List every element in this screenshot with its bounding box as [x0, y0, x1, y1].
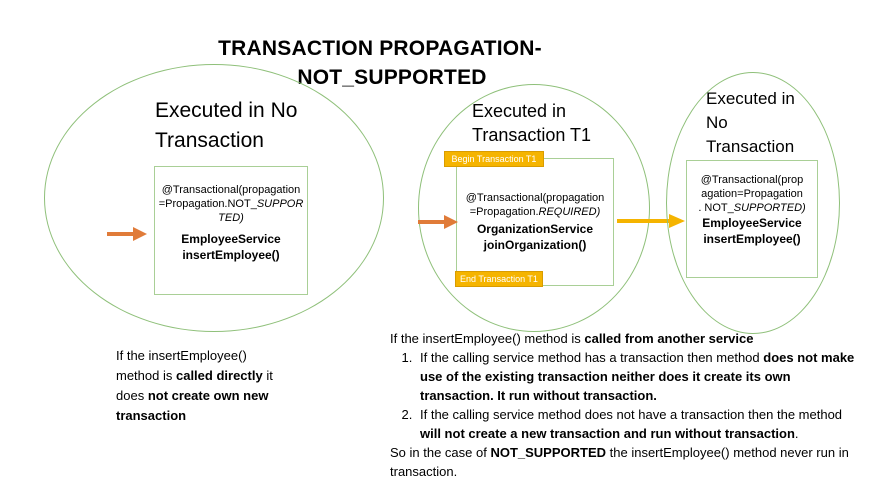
- middle-code-italic: REQUIRED): [538, 206, 601, 218]
- left-code-line-3: TED): [155, 211, 307, 225]
- left-note-line-3: does not create own new: [116, 386, 316, 406]
- right-code-prefix: . NOT_: [698, 202, 734, 214]
- right-note: If the insertEmployee() method is called…: [390, 329, 858, 481]
- left-note-bold-3: transaction: [116, 408, 187, 423]
- right-code-line-3: . NOT_SUPPORTED): [687, 201, 817, 215]
- left-note-bold: called directly: [175, 368, 263, 383]
- left-note: If the insertEmployee() method is called…: [116, 346, 316, 426]
- left-code-italic: SUPPOR: [256, 198, 304, 210]
- middle-code-prefix: =Propagation.: [469, 206, 539, 218]
- middle-service-label: OrganizationService: [476, 222, 594, 236]
- middle-method-label: joinOrganization(): [483, 238, 587, 252]
- right-code-line-2: agation=Propagation: [701, 188, 803, 200]
- left-code-italic-2: TED): [218, 212, 244, 224]
- right-code-line-1: @Transactional(prop: [700, 174, 804, 186]
- title-line-2: NOT_SUPPORTED: [297, 66, 487, 89]
- left-service-label: EmployeeService: [181, 232, 281, 246]
- left-note-line-1: If the insertEmployee(): [116, 348, 247, 363]
- middle-ellipse: [418, 84, 650, 332]
- left-note-line-2: method is called directly it: [116, 366, 316, 386]
- middle-heading-line-2: Transaction T1: [472, 125, 592, 145]
- right-method-label: insertEmployee(): [703, 232, 801, 246]
- left-heading-line-1: Executed in No: [155, 99, 298, 122]
- right-note-intro-bold: called from another service: [584, 331, 754, 346]
- left-heading-line-2: Transaction: [155, 129, 264, 152]
- left-note-line-4: transaction: [116, 406, 316, 426]
- outro-bold: NOT_SUPPORTED: [490, 445, 607, 460]
- right-note-item-2: If the calling service method does not h…: [416, 405, 858, 443]
- begin-transaction-tag: Begin Transaction T1: [444, 151, 544, 167]
- outro-text-2: the insertEmployee() method never run in…: [390, 445, 849, 479]
- middle-heading: Executed in Transaction T1: [472, 99, 591, 147]
- right-heading-line-1: Executed in: [706, 89, 795, 108]
- middle-code-line-1: @Transactional(propagation: [465, 192, 605, 204]
- middle-heading-line-1: Executed in: [472, 101, 567, 121]
- right-heading-line-3: Transaction: [706, 137, 795, 156]
- left-method-label: insertEmployee(): [182, 248, 280, 262]
- item-1-text: If the calling service method has a tran…: [420, 350, 764, 365]
- left-code-prefix: =Propagation.NOT_: [158, 198, 257, 210]
- right-code-italic: SUPPORTED): [733, 202, 806, 214]
- right-note-item-1: If the calling service method has a tran…: [416, 348, 858, 405]
- middle-code-line-2: =Propagation.REQUIRED): [457, 205, 613, 219]
- item-2-bold: will not create a new transaction and ru…: [420, 426, 795, 441]
- right-note-outro: So in the case of NOT_SUPPORTED the inse…: [390, 443, 858, 481]
- right-annotation: @Transactional(prop agation=Propagation …: [687, 173, 817, 215]
- right-note-intro-text: If the insertEmployee() method is: [390, 331, 585, 346]
- right-heading: Executed in No Transaction: [706, 87, 795, 159]
- middle-entry-arrow: [418, 215, 458, 229]
- right-service-label: EmployeeService: [702, 216, 802, 230]
- right-note-list: If the calling service method has a tran…: [390, 348, 858, 443]
- diagram-title: TRANSACTION PROPAGATION- NOT_SUPPORTED: [150, 34, 610, 92]
- title-line-1: TRANSACTION PROPAGATION-: [218, 37, 542, 60]
- middle-service-name: OrganizationService joinOrganization(): [457, 221, 613, 253]
- right-service-box: @Transactional(prop agation=Propagation …: [686, 160, 818, 278]
- left-note-text-2: it: [262, 368, 273, 383]
- end-transaction-tag: End Transaction T1: [455, 271, 543, 287]
- left-service-box: @Transactional(propagation =Propagation.…: [154, 166, 308, 295]
- left-heading: Executed in No Transaction: [155, 97, 297, 155]
- right-heading-line-2: No: [706, 113, 728, 132]
- left-ellipse: [44, 64, 384, 332]
- left-code-line-2: =Propagation.NOT_SUPPOR: [155, 197, 307, 211]
- left-service-name: EmployeeService insertEmployee(): [155, 231, 307, 263]
- left-note-bold-2: not create own new: [147, 388, 269, 403]
- item-1-bold: does not make use of the existing transa…: [420, 350, 855, 403]
- left-annotation: @Transactional(propagation =Propagation.…: [155, 183, 307, 225]
- right-ellipse: [666, 72, 840, 334]
- left-entry-arrow: [107, 227, 147, 241]
- middle-service-box: @Transactional(propagation =Propagation.…: [456, 158, 614, 286]
- outro-text: So in the case of: [390, 445, 491, 460]
- middle-annotation: @Transactional(propagation =Propagation.…: [457, 191, 613, 219]
- right-note-intro: If the insertEmployee() method is called…: [390, 329, 858, 348]
- item-2-text: If the calling service method does not h…: [420, 407, 843, 422]
- left-note-text: method is: [116, 368, 176, 383]
- item-2-suffix: .: [794, 426, 799, 441]
- left-code-line-1: @Transactional(propagation: [161, 184, 301, 196]
- right-service-name: EmployeeService insertEmployee(): [687, 215, 817, 247]
- left-note-text-3: does: [116, 388, 148, 403]
